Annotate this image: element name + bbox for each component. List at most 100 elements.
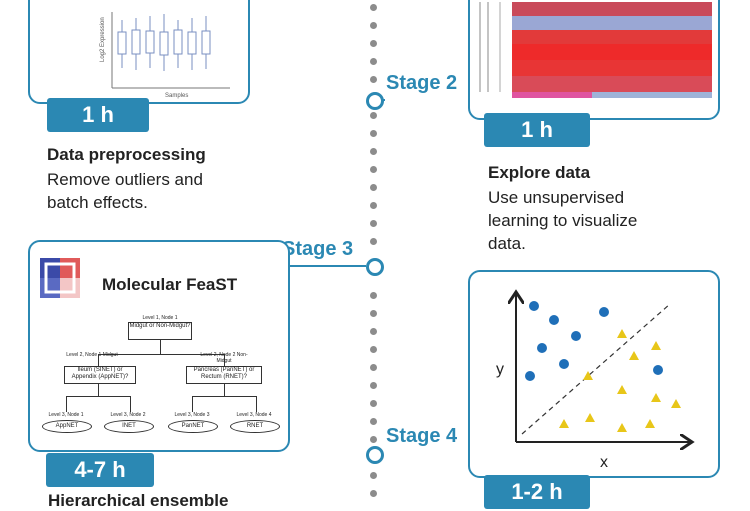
timeline-dot <box>370 400 377 407</box>
boxplot-xlabel: Samples <box>165 93 188 99</box>
feast-logo-text: Molecular FeaST <box>102 275 238 294</box>
explore-duration-badge: 1 h <box>484 113 590 147</box>
explore-desc-line-3: data. <box>488 234 526 253</box>
stage-3-connector <box>290 265 366 267</box>
tree-connector <box>256 396 257 412</box>
timeline-dot <box>370 4 377 11</box>
timeline-dot <box>370 382 377 389</box>
tree-connector <box>160 340 161 354</box>
tree-connector <box>130 396 131 412</box>
stage-2-connector <box>383 99 385 101</box>
tree-leaf-level: Level 3, Node 2 <box>110 412 146 418</box>
feast-caption: Hierarchical ensemble <box>48 491 229 510</box>
stage-4-node <box>366 446 384 464</box>
tree-connector <box>98 354 224 355</box>
scatter-triangle-point <box>617 329 627 338</box>
scatter-circle-point <box>559 359 569 369</box>
stage-4-label: Stage 4 <box>386 425 458 447</box>
stage-2-node <box>366 92 384 110</box>
timeline-dot <box>370 184 377 191</box>
scatter-circle-point <box>549 315 559 325</box>
preprocess-desc-line-1: Remove outliers and <box>47 170 203 189</box>
explore-title: Explore data <box>488 163 591 182</box>
feast-duration-badge: 4-7 h <box>46 453 154 487</box>
timeline-dot <box>370 58 377 65</box>
scatter-circle-point <box>525 371 535 381</box>
timeline-dot <box>370 130 377 137</box>
classify-duration-badge: 1-2 h <box>484 475 590 509</box>
scatter-triangle-point <box>559 419 569 428</box>
timeline-dot <box>370 166 377 173</box>
tree-connector <box>224 354 225 366</box>
scatter-triangle-point <box>585 413 595 422</box>
scatter-triangle-point <box>651 341 661 350</box>
tree-connector <box>98 384 99 396</box>
timeline-dot <box>370 472 377 479</box>
timeline-dot <box>370 112 377 119</box>
timeline-dot <box>370 346 377 353</box>
stage-3-node <box>366 258 384 276</box>
timeline-dot <box>370 238 377 245</box>
timeline-dot <box>370 310 377 317</box>
explore-card <box>468 0 720 120</box>
scatter-triangle-point <box>617 385 627 394</box>
timeline-dot <box>370 328 377 335</box>
tree-l2b-level: Level 2, Node 2 Non-Midgut <box>200 352 248 364</box>
scatter-circle-point <box>529 301 539 311</box>
tree-l2b-node: Pancreas (PanNET) or Rectum (RNET)? <box>186 366 262 384</box>
timeline-dot <box>370 22 377 29</box>
tree-connector <box>66 396 130 397</box>
preprocess-desc-line-2: batch effects. <box>47 193 148 212</box>
timeline-dot <box>370 40 377 47</box>
timeline-dot <box>370 364 377 371</box>
decision-boundary <box>521 303 671 435</box>
tree-connector <box>192 396 193 412</box>
tree-l2a-level: Level 2, Node 1 Midgut <box>66 352 118 358</box>
scatter-triangle-point <box>651 393 661 402</box>
y-axis-label: y <box>496 361 504 378</box>
timeline-dot <box>370 418 377 425</box>
scatter-circle-point <box>653 365 663 375</box>
feast-logo-icon <box>40 258 80 298</box>
preprocess-duration-badge: 1 h <box>47 98 149 132</box>
tree-l2a-node: Ileum (SINET) or Appendix (AppNET)? <box>64 366 136 384</box>
scatter-triangle-point <box>645 419 655 428</box>
timeline-dot <box>370 148 377 155</box>
preprocess-card: Log2 Expression Samples <box>28 0 250 104</box>
tree-connector <box>98 354 99 366</box>
timeline-dot <box>370 490 377 497</box>
tree-leaf-level: Level 3, Node 4 <box>236 412 272 418</box>
timeline-dot <box>370 436 377 443</box>
stage-2-label: Stage 2 <box>386 72 458 94</box>
scatter-plot: y x <box>496 272 720 471</box>
x-axis-label: x <box>600 454 608 471</box>
tree-leaf: PanNET <box>168 420 218 433</box>
scatter-circle-point <box>571 331 581 341</box>
tree-leaf-level: Level 3, Node 1 <box>48 412 84 418</box>
scatter-circle-point <box>537 343 547 353</box>
scatter-circle-point <box>599 307 609 317</box>
boxplot-thumbnail: Log2 Expression Samples <box>100 12 230 99</box>
boxplot-ylabel: Log2 Expression <box>100 17 106 62</box>
tree-connector <box>224 384 225 396</box>
timeline-dot <box>370 202 377 209</box>
timeline-dot <box>370 76 377 83</box>
tree-connector <box>66 396 67 412</box>
tree-connector <box>192 396 256 397</box>
tree-leaf: INET <box>104 420 154 433</box>
preprocess-title: Data preprocessing <box>47 145 206 164</box>
scatter-triangle-point <box>671 399 681 408</box>
stage-3-label: Stage 3 <box>282 238 354 260</box>
explore-desc-line-1: Use unsupervised <box>488 188 625 207</box>
scatter-triangle-point <box>583 371 593 380</box>
classify-card: y x <box>468 270 720 478</box>
scatter-triangle-point <box>617 423 627 432</box>
tree-leaf: RNET <box>230 420 280 433</box>
heatmap-thumbnail <box>479 2 712 98</box>
timeline-dot <box>370 220 377 227</box>
tree-leaf-level: Level 3, Node 3 <box>174 412 210 418</box>
scatter-triangle-point <box>629 351 639 360</box>
tree-root-node: Midgut or Non-Midgut? <box>128 322 192 340</box>
tree-leaf: AppNET <box>42 420 92 433</box>
tree-root-level: Level 1, Node 1 <box>142 315 178 321</box>
